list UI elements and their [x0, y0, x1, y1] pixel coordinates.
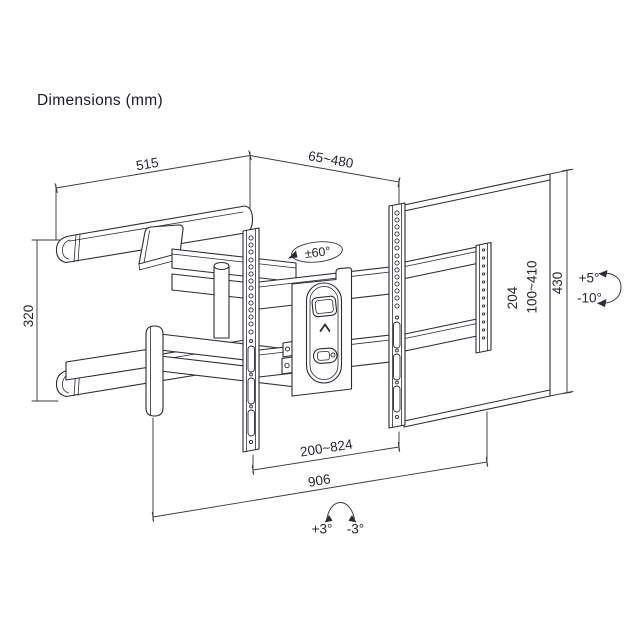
vesa-column-right: [388, 202, 406, 429]
swivel-rotation-arrow: [288, 241, 343, 263]
roll-arrow: [324, 502, 357, 523]
vesa-right-holes: [393, 210, 401, 420]
elbow-pivot-post: [213, 265, 230, 339]
angle-label-roll-ccw: -3°: [347, 522, 364, 537]
up-arrow-icon: [319, 323, 331, 332]
dim-label-wall-rail-width: 515: [135, 155, 160, 173]
angle-label-tilt-up: +5°: [579, 271, 600, 286]
dim-label-extension-range: 65~480: [307, 148, 354, 171]
dim-label-vesa-height-range: 100~410: [525, 261, 540, 314]
front-pivot-post: [145, 325, 164, 417]
bracket-window: [311, 295, 338, 318]
dim-label-vesa-width-range: 200~824: [299, 436, 354, 459]
vesa-column-left: [242, 227, 260, 453]
dim-label-max-width: 906: [307, 471, 332, 489]
vesa-left-holes: [247, 235, 255, 445]
angle-indicators: [288, 241, 622, 523]
angle-label-roll-cw: +3°: [312, 522, 333, 537]
dimension-labels: 515 65~480 320 204 100~410 430 200~824 9…: [21, 148, 602, 536]
angle-label-tilt-down: -10°: [577, 291, 602, 306]
dim-label-inner-bracket-height: 204: [505, 286, 520, 309]
diagram-title: Dimensions (mm): [37, 92, 163, 109]
slide-bracket-holes: [481, 248, 486, 340]
tilt-arrow: [597, 270, 622, 307]
center-bracket: [291, 267, 353, 397]
dim-label-tv-plate-height: 430: [550, 272, 565, 295]
angle-label-swivel: ±60°: [304, 244, 331, 261]
dim-label-wall-plate-height: 320: [21, 305, 36, 328]
